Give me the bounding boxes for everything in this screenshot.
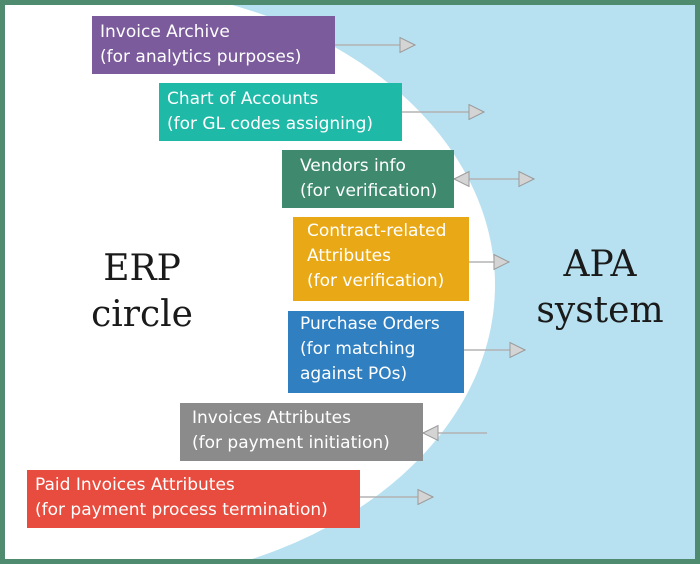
apa-system-label: APA system bbox=[520, 242, 680, 334]
arrowhead bbox=[468, 103, 486, 121]
flow-box-invoice-archive: Invoice Archive (for analytics purposes) bbox=[92, 16, 335, 74]
erp-label-line-1: ERP bbox=[103, 248, 181, 289]
flow-box-line: (for payment initiation) bbox=[192, 433, 390, 453]
flow-box-line: (for matching bbox=[300, 339, 416, 359]
arrowhead bbox=[452, 170, 470, 188]
flow-box-paid-invoices: Paid Invoices Attributes (for payment pr… bbox=[27, 470, 360, 528]
flow-box-line: Paid Invoices Attributes bbox=[35, 475, 235, 495]
arrowhead bbox=[493, 253, 511, 271]
flow-box-invoices-attributes: Invoices Attributes (for payment initiat… bbox=[180, 403, 423, 461]
flow-box-line: Invoices Attributes bbox=[192, 408, 351, 428]
arrowhead bbox=[518, 170, 536, 188]
apa-label-line-2: system bbox=[536, 290, 664, 331]
flow-box-line: Contract-related bbox=[307, 221, 447, 241]
flow-box-line: (for analytics purposes) bbox=[100, 47, 302, 67]
flow-box-line: Chart of Accounts bbox=[167, 89, 319, 109]
arrowhead bbox=[421, 424, 439, 442]
flow-box-line: (for GL codes assigning) bbox=[167, 114, 374, 134]
arrowhead bbox=[509, 341, 527, 359]
apa-label-line-1: APA bbox=[563, 244, 637, 285]
flow-box-line: Invoice Archive bbox=[100, 22, 230, 42]
arrowhead bbox=[399, 36, 417, 54]
flow-box-line: Attributes bbox=[307, 246, 391, 266]
flow-box-line: (for verification) bbox=[300, 181, 438, 201]
flow-box-contract-attributes: Contract-related Attributes (for verific… bbox=[293, 217, 469, 301]
flow-box-chart-of-accounts: Chart of Accounts (for GL codes assignin… bbox=[159, 83, 402, 141]
flow-box-vendors-info: Vendors info (for verification) bbox=[282, 150, 454, 208]
flow-box-line: Vendors info bbox=[300, 156, 406, 176]
arrowhead bbox=[417, 488, 435, 506]
erp-label-line-2: circle bbox=[91, 294, 193, 335]
erp-circle-label: ERP circle bbox=[72, 246, 212, 338]
flow-box-line: against POs) bbox=[300, 364, 408, 384]
flow-box-purchase-orders: Purchase Orders (for matching against PO… bbox=[288, 311, 464, 393]
flow-box-line: Purchase Orders bbox=[300, 314, 440, 334]
flow-box-line: (for payment process termination) bbox=[35, 500, 328, 520]
flow-box-line: (for verification) bbox=[307, 271, 445, 291]
